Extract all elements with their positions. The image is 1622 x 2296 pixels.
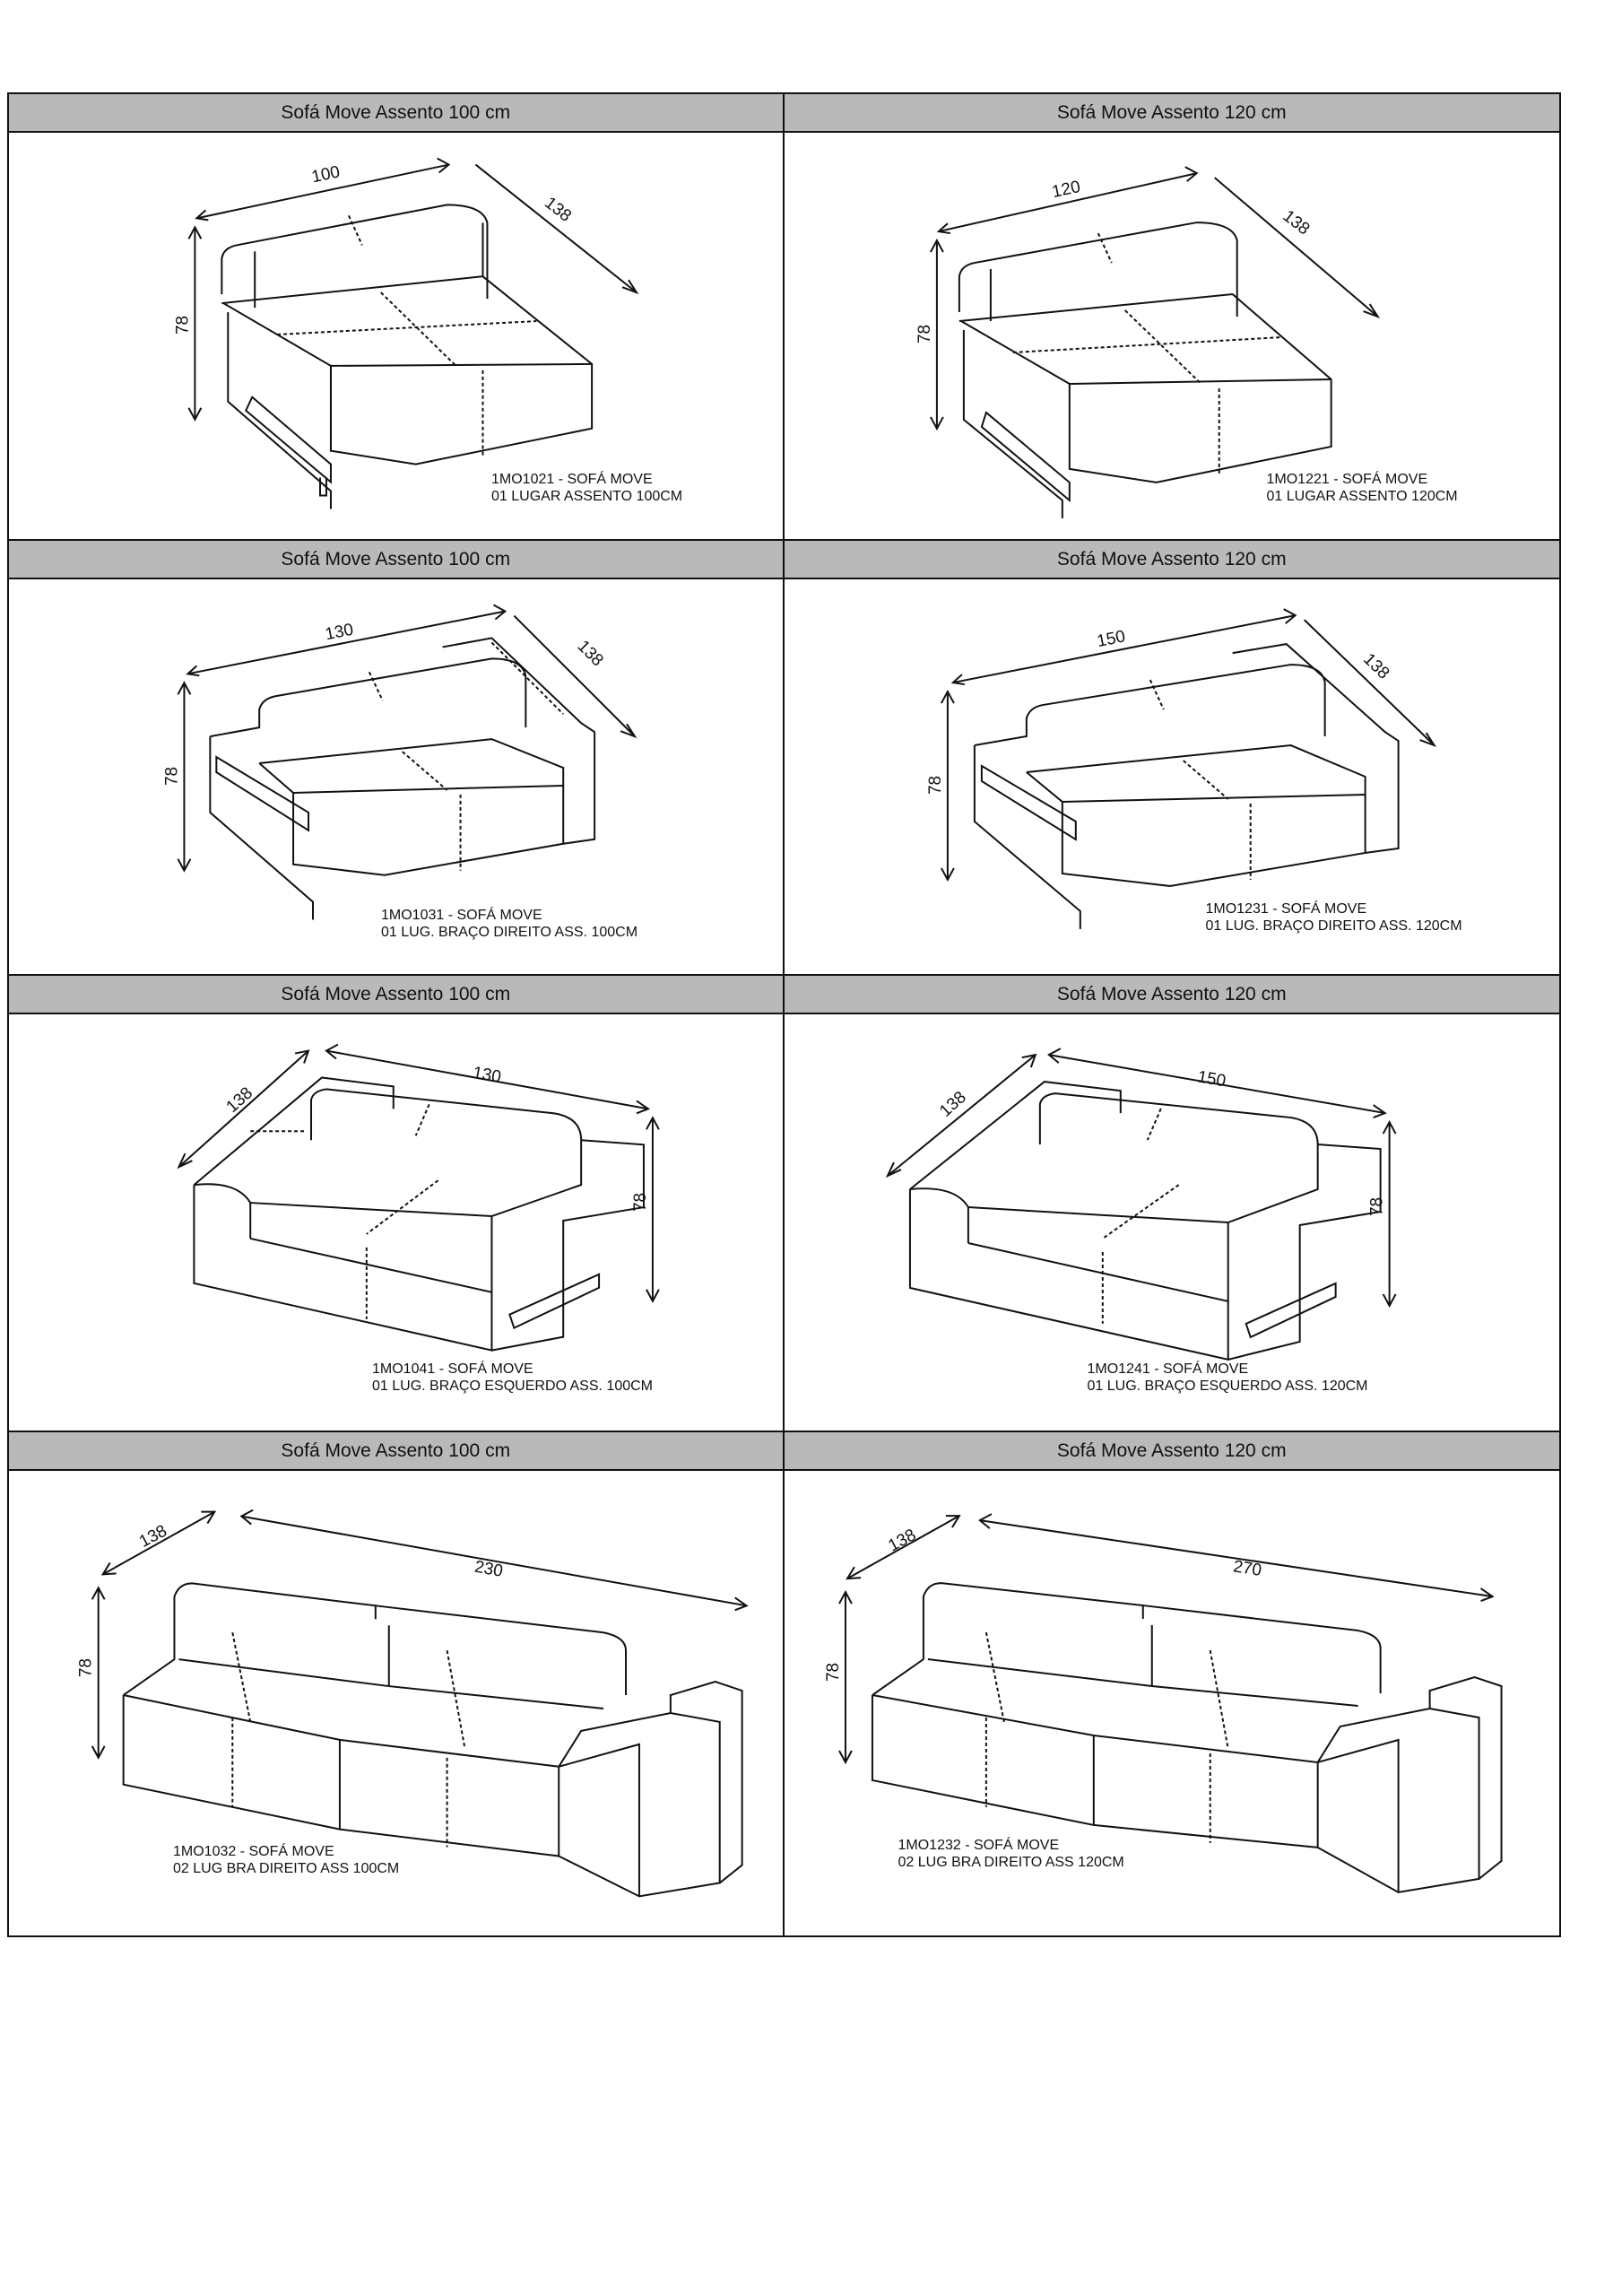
dim-width: 150: [1095, 627, 1126, 651]
product-description: 01 LUG. BRAÇO ESQUERDO ASS. 120CM: [1087, 1378, 1368, 1394]
dim-depth: 138: [574, 637, 607, 670]
cell-header: Sofá Move Assento 100 cm: [9, 541, 783, 579]
product-code: 1MO1032 - SOFÁ MOVE: [173, 1844, 334, 1859]
dim-width: 270: [1231, 1557, 1262, 1580]
product-description: 01 LUG. BRAÇO ESQUERDO ASS. 100CM: [372, 1378, 653, 1394]
product-caption: 1MO1231 - SOFÁ MOVE 01 LUG. BRAÇO DIREIT…: [1206, 900, 1462, 935]
product-code: 1MO1241 - SOFÁ MOVE: [1087, 1361, 1249, 1377]
product-code: 1MO1221 - SOFÁ MOVE: [1266, 472, 1428, 487]
table-row: Sofá Move Assento 100 cm 130 138 78: [9, 974, 1559, 1431]
spec-sheet-table: Sofá Move Assento 100 cm 100 138 78: [7, 92, 1561, 1937]
sofa-drawing: 150 138 78 1MO1241 -: [785, 1014, 1560, 1431]
dim-height: 78: [77, 1658, 96, 1677]
product-description: 02 LUG BRA DIREITO ASS 100CM: [173, 1861, 400, 1876]
product-caption: 1MO1241 - SOFÁ MOVE 01 LUG. BRAÇO ESQUER…: [1088, 1361, 1368, 1395]
sofa-drawing: 130 138 78: [9, 1014, 783, 1431]
dim-height: 78: [1367, 1197, 1386, 1216]
dim-width: 130: [472, 1064, 503, 1087]
cell-1mo1221: Sofá Move Assento 120 cm 120 138 78: [784, 94, 1560, 539]
dim-depth: 138: [936, 1088, 970, 1121]
product-description: 01 LUG. BRAÇO DIREITO ASS. 120CM: [1205, 918, 1462, 934]
product-description: 01 LUG. BRAÇO DIREITO ASS. 100CM: [381, 925, 638, 940]
sofa-drawing: 150 138 78 1MO1231 - SOFÁ MOVE: [785, 579, 1560, 974]
dim-depth: 138: [1279, 206, 1313, 239]
cell-header: Sofá Move Assento 100 cm: [9, 94, 783, 133]
sofa-drawing: 120 138 78 1MO1221 -: [785, 133, 1560, 539]
product-code: 1MO1021 - SOFÁ MOVE: [491, 472, 653, 487]
dim-height: 78: [915, 325, 933, 344]
sofa-drawing: 230 138 78: [9, 1471, 783, 1935]
table-row: Sofá Move Assento 100 cm 130 138 78: [9, 539, 1559, 974]
dim-depth: 138: [136, 1522, 170, 1552]
product-caption: 1MO1031 - SOFÁ MOVE 01 LUG. BRAÇO DIREIT…: [381, 907, 638, 941]
product-code: 1MO1031 - SOFÁ MOVE: [381, 908, 542, 923]
product-caption: 1MO1041 - SOFÁ MOVE 01 LUG. BRAÇO ESQUER…: [372, 1361, 653, 1395]
cell-header: Sofá Move Assento 120 cm: [784, 541, 1559, 579]
dim-height: 78: [173, 316, 192, 335]
dim-depth: 138: [223, 1083, 257, 1117]
dim-width: 150: [1195, 1067, 1227, 1091]
dim-width: 130: [324, 621, 355, 645]
cell-1mo1041: Sofá Move Assento 100 cm 130 138 78: [9, 974, 785, 1431]
product-description: 01 LUGAR ASSENTO 120CM: [1266, 489, 1458, 504]
cell-1mo1031: Sofá Move Assento 100 cm 130 138 78: [9, 539, 785, 974]
dim-height: 78: [925, 776, 944, 795]
table-row: Sofá Move Assento 100 cm 100 138 78: [9, 94, 1559, 539]
cell-1mo1032: Sofá Move Assento 100 cm 230 138 78: [9, 1431, 785, 1935]
product-code: 1MO1232 - SOFÁ MOVE: [898, 1838, 1060, 1853]
cell-1mo1241: Sofá Move Assento 120 cm 150 138 78: [784, 974, 1560, 1431]
sofa-drawing: 270 138 78: [785, 1471, 1560, 1935]
cell-header: Sofá Move Assento 120 cm: [784, 1432, 1559, 1471]
cell-header: Sofá Move Assento 120 cm: [784, 94, 1559, 133]
cell-1mo1231: Sofá Move Assento 120 cm 150 138 78: [784, 539, 1560, 974]
cell-header: Sofá Move Assento 100 cm: [9, 976, 783, 1014]
cell-header: Sofá Move Assento 120 cm: [784, 976, 1559, 1014]
cell-header: Sofá Move Assento 100 cm: [9, 1432, 783, 1471]
dim-width: 230: [473, 1558, 505, 1581]
product-code: 1MO1231 - SOFÁ MOVE: [1205, 901, 1367, 917]
cell-1mo1232: Sofá Move Assento 120 cm 270 138 78: [784, 1431, 1560, 1935]
sofa-drawing: 100 138 78: [9, 133, 783, 539]
dim-depth: 138: [885, 1526, 919, 1555]
cell-1mo1021: Sofá Move Assento 100 cm 100 138 78: [9, 94, 785, 539]
product-code: 1MO1041 - SOFÁ MOVE: [372, 1361, 533, 1377]
table-row: Sofá Move Assento 100 cm 230 138 78: [9, 1431, 1559, 1935]
product-caption: 1MO1232 - SOFÁ MOVE 02 LUG BRA DIREITO A…: [898, 1837, 1124, 1871]
product-description: 01 LUGAR ASSENTO 100CM: [491, 489, 683, 504]
sofa-drawing: 130 138 78 1MO1031 -: [9, 579, 783, 974]
dim-height: 78: [823, 1663, 842, 1682]
product-caption: 1MO1021 - SOFÁ MOVE 01 LUGAR ASSENTO 100…: [491, 471, 682, 505]
product-description: 02 LUG BRA DIREITO ASS 120CM: [898, 1855, 1124, 1870]
dim-height: 78: [162, 767, 181, 786]
product-caption: 1MO1032 - SOFÁ MOVE 02 LUG BRA DIREITO A…: [173, 1843, 399, 1877]
dim-height: 78: [631, 1193, 650, 1212]
dim-width: 120: [1050, 178, 1081, 202]
product-caption: 1MO1221 - SOFÁ MOVE 01 LUGAR ASSENTO 120…: [1267, 471, 1458, 505]
dim-width: 100: [310, 162, 342, 187]
